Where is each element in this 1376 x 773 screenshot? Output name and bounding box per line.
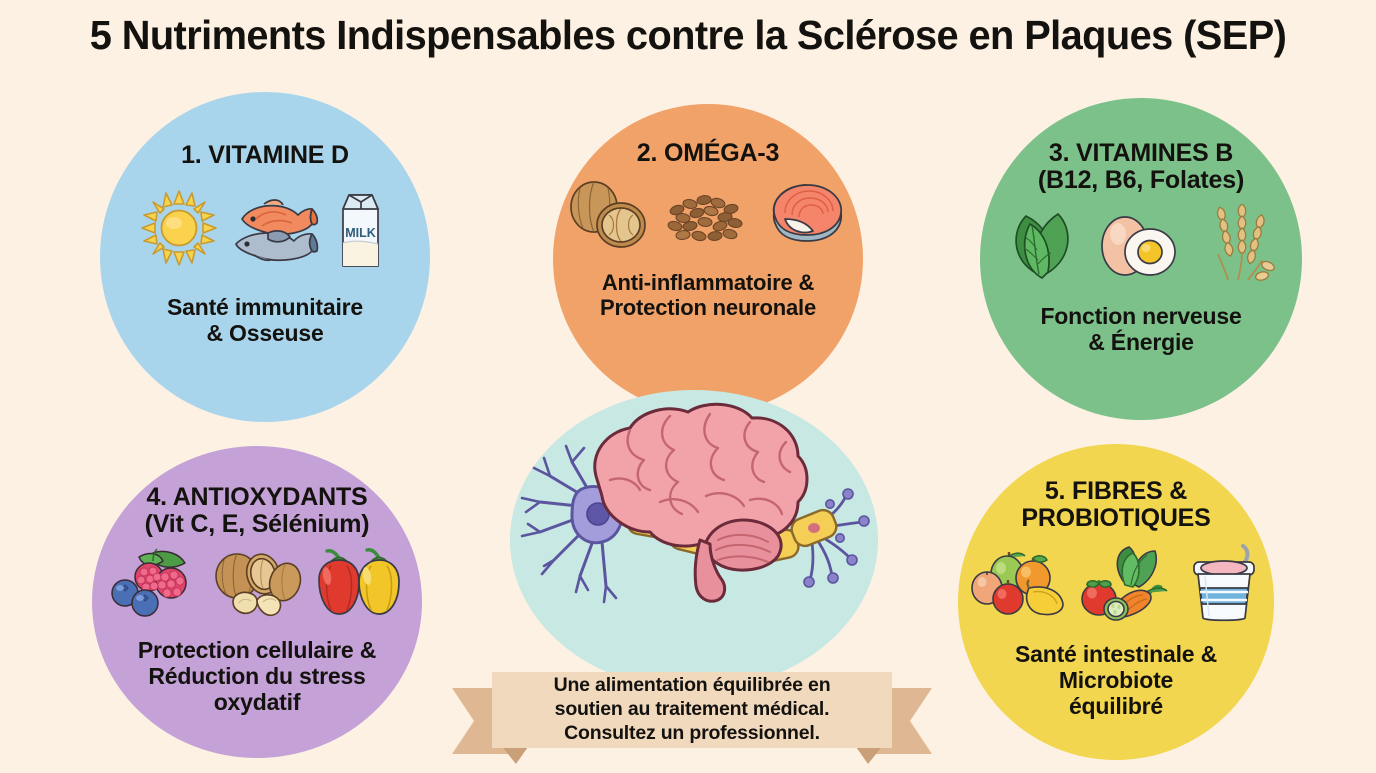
nutrient-icon-row <box>567 179 849 256</box>
nutrient-card-vitamine-d[interactable]: 1. VITAMINE D <box>100 92 430 422</box>
berries-icon <box>109 547 201 626</box>
walnut-icon <box>567 179 651 256</box>
nutrient-icon-row: MILK <box>140 185 390 276</box>
fish-icon <box>228 189 322 272</box>
center-illustration <box>510 390 878 690</box>
milk-label: MILK <box>345 226 376 240</box>
nutrient-heading: 4. ANTIOXYDANTS (Vit C, E, Sélénium) <box>144 483 370 538</box>
nutrient-benefit: Fonction nerveuse & Énergie <box>1040 303 1242 356</box>
yogurt-cup-icon <box>1187 540 1261 629</box>
nuts-icon <box>211 548 303 625</box>
nutrient-benefit: Anti-inflammatoire & Protection neuronal… <box>599 270 817 321</box>
nutrient-icon-row <box>971 540 1261 629</box>
brain-illustration <box>593 402 809 603</box>
bell-peppers-icon <box>313 546 405 627</box>
disclaimer-text: Une alimentation équilibrée en soutien a… <box>553 674 831 744</box>
fruits-icon <box>971 544 1069 625</box>
nutrient-heading: 5. FIBRES & PROBIOTIQUES <box>1021 477 1211 532</box>
nutrient-heading: 3. VITAMINES B (B12, B6, Folates) <box>1037 139 1245 194</box>
nutrient-benefit: Protection cellulaire & Réduction du str… <box>137 637 377 716</box>
nutrient-icon-row <box>109 546 405 627</box>
seeds-icon <box>661 180 753 255</box>
egg-icon <box>1092 206 1184 287</box>
disclaimer-banner: Une alimentation équilibrée en soutien a… <box>452 668 932 768</box>
salmon-steak-icon <box>763 179 849 256</box>
nutrient-card-vitamines-b[interactable]: 3. VITAMINES B (B12, B6, Folates) <box>980 98 1302 420</box>
nutrient-benefit: Santé immunitaire & Osseuse <box>167 294 363 347</box>
nutrient-icon-row <box>1002 203 1280 289</box>
nutrient-card-antioxydants[interactable]: 4. ANTIOXYDANTS (Vit C, E, Sélénium) <box>92 446 422 758</box>
wheat-icon <box>1194 203 1280 289</box>
nutrient-heading: 2. OMÉGA-3 <box>636 139 780 167</box>
vegetables-icon <box>1079 543 1177 626</box>
nutrient-card-fibres-probiotiques[interactable]: 5. FIBRES & PROBIOTIQUES <box>958 444 1274 760</box>
page-title: 5 Nutriments Indispensables contre la Sc… <box>89 12 1287 58</box>
milk-carton-icon: MILK <box>332 185 390 276</box>
nutrient-card-omega-3[interactable]: 2. OMÉGA-3 <box>553 104 863 414</box>
sun-icon <box>140 189 218 272</box>
spinach-icon <box>1002 206 1082 287</box>
nutrient-heading: 1. VITAMINE D <box>181 141 349 169</box>
nutrient-benefit: Santé intestinale & Microbiote équilibré <box>1015 641 1217 720</box>
banner-ribbon <box>452 672 932 764</box>
brain-neuron-svg <box>520 402 870 604</box>
